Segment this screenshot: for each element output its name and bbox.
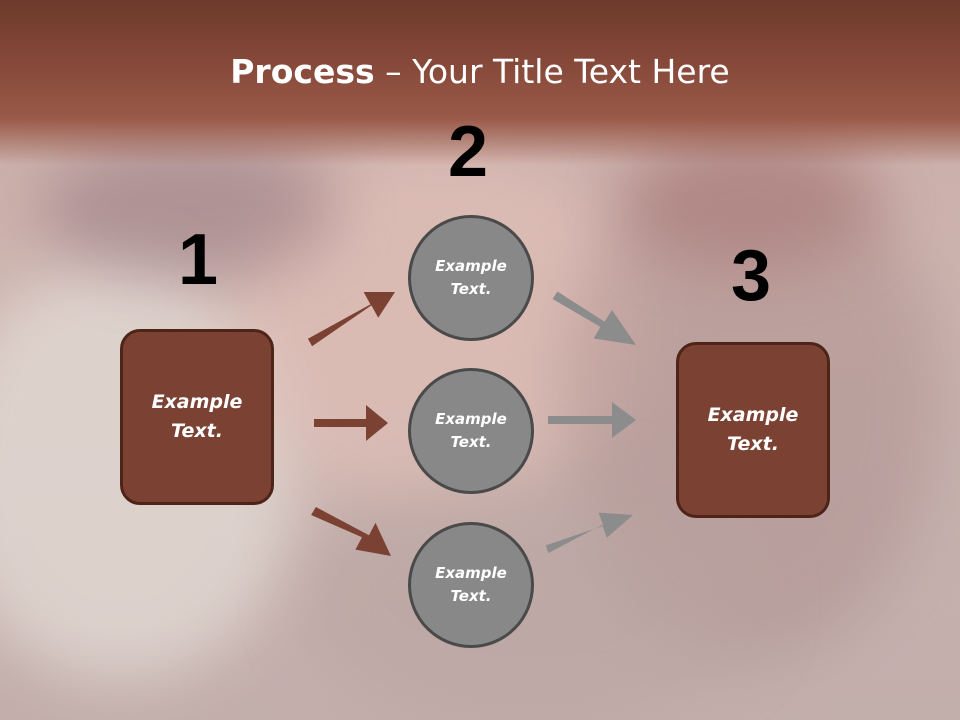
title-bold: Process bbox=[230, 52, 375, 91]
process-circle-bottom-text: Example Text. bbox=[435, 564, 507, 605]
title-bar bbox=[0, 0, 960, 165]
slide-title[interactable]: Process – Your Title Text Here bbox=[0, 52, 960, 91]
arrow-to-top-circle bbox=[307, 292, 395, 347]
arrows-to-circles bbox=[307, 292, 395, 556]
arrows-to-box bbox=[545, 291, 636, 554]
step-number-3: 3 bbox=[731, 236, 772, 316]
step-number-1: 1 bbox=[178, 220, 219, 300]
arrow-from-bottom-circle bbox=[545, 512, 633, 554]
process-circle-middle-text: Example Text. bbox=[435, 410, 507, 451]
process-box-right[interactable]: Example Text. bbox=[676, 342, 830, 518]
process-circle-top[interactable]: Example Text. bbox=[408, 215, 534, 341]
process-circle-top-text: Example Text. bbox=[435, 257, 507, 298]
arrow-to-middle-circle bbox=[314, 405, 388, 441]
process-circle-bottom[interactable]: Example Text. bbox=[408, 522, 534, 648]
step-number-2: 2 bbox=[448, 112, 489, 192]
arrow-from-top-circle bbox=[552, 291, 636, 345]
title-rest: – Your Title Text Here bbox=[374, 52, 730, 91]
process-box-left[interactable]: Example Text. bbox=[120, 329, 274, 505]
arrow-to-bottom-circle bbox=[311, 507, 391, 556]
arrow-from-middle-circle bbox=[548, 402, 636, 438]
process-box-left-text: Example Text. bbox=[151, 391, 243, 442]
process-circle-middle[interactable]: Example Text. bbox=[408, 368, 534, 494]
process-box-right-text: Example Text. bbox=[707, 404, 799, 455]
